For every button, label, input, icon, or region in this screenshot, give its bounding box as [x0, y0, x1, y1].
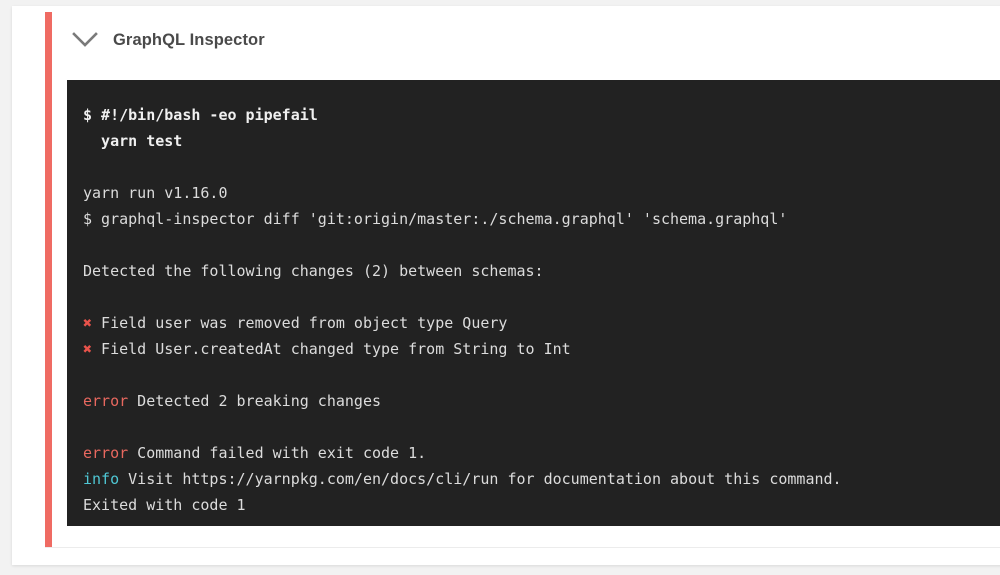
terminal-line-text: Field user was removed from object type …: [92, 314, 508, 332]
card-divider: [45, 547, 1000, 548]
terminal-line: info Visit https://yarnpkg.com/en/docs/c…: [83, 466, 1000, 492]
terminal-line-text: Detected the following changes (2) betwe…: [83, 262, 544, 280]
terminal-line: ✖ Field User.createdAt changed type from…: [83, 336, 1000, 362]
terminal-command-text: yarn test: [83, 132, 183, 150]
terminal-line-text: Exited with code 1: [83, 496, 246, 514]
error-cross-icon: ✖: [83, 314, 93, 332]
error-label: error: [83, 444, 129, 462]
card-footer: [12, 548, 1000, 565]
terminal-line-text: Visit https://yarnpkg.com/en/docs/cli/ru…: [119, 470, 842, 488]
terminal-line: error Detected 2 breaking changes: [83, 388, 1000, 414]
page-top-strip: [0, 0, 1000, 6]
terminal-line: Detected the following changes (2) betwe…: [83, 258, 1000, 284]
terminal-line-text: yarn run v1.16.0: [83, 184, 228, 202]
terminal-command-text: $ #!/bin/bash -eo pipefail: [83, 106, 318, 124]
terminal-log-panel[interactable]: $ #!/bin/bash -eo pipefail yarn test yar…: [67, 80, 1000, 526]
card-header[interactable]: GraphQL Inspector: [70, 24, 265, 56]
terminal-line: [83, 154, 1000, 180]
terminal-line: [83, 362, 1000, 388]
status-accent-bar: [45, 12, 52, 547]
terminal-log-content: $ #!/bin/bash -eo pipefail yarn test yar…: [67, 80, 1000, 518]
error-label: error: [83, 392, 129, 410]
terminal-line-text: Detected 2 breaking changes: [128, 392, 382, 410]
build-step-card: GraphQL Inspector $ #!/bin/bash -eo pipe…: [12, 6, 1000, 565]
info-label: info: [83, 470, 120, 488]
terminal-line: Exited with code 1: [83, 492, 1000, 518]
terminal-line: $ graphql-inspector diff 'git:origin/mas…: [83, 206, 1000, 232]
terminal-line: $ #!/bin/bash -eo pipefail: [83, 102, 1000, 128]
chevron-down-icon[interactable]: [70, 29, 100, 51]
terminal-line-text: $ graphql-inspector diff 'git:origin/mas…: [83, 210, 788, 228]
terminal-line: [83, 414, 1000, 440]
error-cross-icon: ✖: [83, 340, 93, 358]
terminal-line: yarn run v1.16.0: [83, 180, 1000, 206]
page-title: GraphQL Inspector: [113, 30, 265, 49]
terminal-line-text: Field User.createdAt changed type from S…: [92, 340, 571, 358]
terminal-line: ✖ Field user was removed from object typ…: [83, 310, 1000, 336]
terminal-line: [83, 284, 1000, 310]
terminal-line: [83, 232, 1000, 258]
terminal-line: yarn test: [83, 128, 1000, 154]
terminal-line: error Command failed with exit code 1.: [83, 440, 1000, 466]
terminal-line-text: Command failed with exit code 1.: [128, 444, 427, 462]
